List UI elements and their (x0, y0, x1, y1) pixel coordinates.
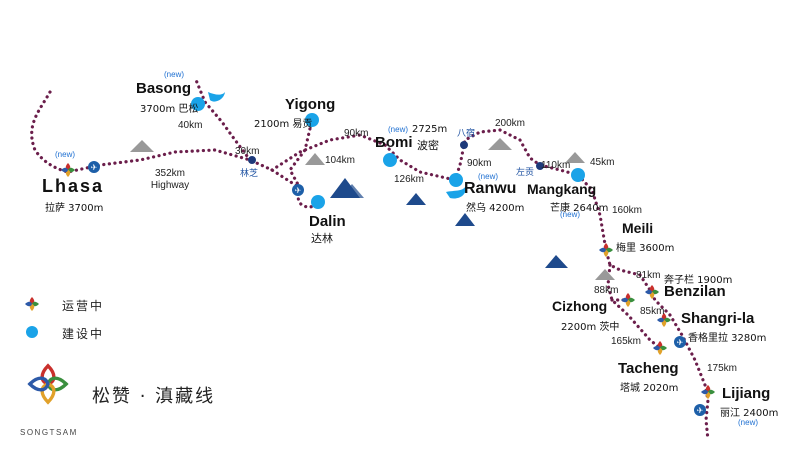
city-shangrila-altitude: 香格里拉 3280m (688, 333, 767, 344)
distance-label: 175km (707, 363, 738, 374)
distance-label: 160km (612, 205, 643, 216)
city-cizhong-altitude: 2200m 茨中 (561, 322, 620, 333)
new-badge: (new) (388, 125, 409, 134)
city-ranwu-altitude: 然乌 4200m (466, 203, 525, 214)
mountain-icon (595, 269, 615, 280)
airport-icon: ✈ (88, 161, 100, 173)
city-ranwu[interactable]: Ranwu (464, 180, 517, 197)
distance-label: 110km (541, 160, 571, 171)
new-badge: (new) (560, 210, 581, 219)
city-meili[interactable]: Meili (622, 220, 654, 236)
city-yigong[interactable]: Yigong (285, 96, 336, 113)
mountain-icon (305, 153, 325, 165)
route-title: 松赞 · 滇藏线 (92, 386, 216, 407)
city-dalin-altitude: 达林 (311, 232, 333, 245)
place-linzhi: 林芝 (240, 169, 259, 179)
svg-text:✈: ✈ (295, 186, 302, 195)
airport-icon: ✈ (292, 184, 304, 196)
city-tacheng-altitude: 塔城 2020m (620, 383, 679, 394)
mountain-icon (565, 152, 585, 163)
distance-label: 40km (178, 120, 203, 131)
building-marker[interactable] (571, 168, 585, 182)
mountain-icon (330, 178, 364, 198)
building-marker[interactable] (383, 153, 397, 167)
building-marker[interactable] (311, 195, 325, 209)
airport-icon: ✈ (674, 336, 686, 348)
distance-label: 165km (611, 336, 642, 347)
legend-operating-marker (25, 297, 39, 311)
operating-marker[interactable] (701, 385, 715, 399)
building-marker[interactable] (191, 97, 205, 111)
legend-building-marker (26, 326, 38, 338)
operating-marker[interactable] (621, 293, 635, 307)
mountain-icon (488, 138, 512, 150)
airport-icon: ✈ (694, 404, 706, 416)
distance-label: 30km (235, 146, 260, 157)
city-benzilan-altitude: 奔子栏 1900m (664, 275, 733, 286)
city-bomi[interactable]: Bomi (375, 134, 413, 151)
lake-icon (208, 92, 225, 102)
new-badge: (new) (478, 172, 499, 181)
city-yigong-altitude: 2100m 易贡 (254, 119, 313, 130)
operating-marker[interactable] (645, 285, 659, 299)
svg-text:✈: ✈ (697, 406, 704, 415)
legend-building: 建设中 (62, 327, 105, 341)
city-lhasa-altitude: 拉萨 3700m (45, 203, 104, 214)
city-tacheng[interactable]: Tacheng (618, 360, 679, 377)
distance-label: 104km (325, 155, 356, 166)
distance-label: 88km (594, 285, 619, 296)
city-benzilan[interactable]: Benzilan (664, 283, 726, 300)
city-lijiang[interactable]: Lijiang (722, 385, 771, 402)
mountain-icon (545, 255, 568, 268)
town-dot (536, 162, 544, 170)
building-marker[interactable] (449, 173, 463, 187)
distance-label: 85km (640, 306, 665, 317)
operating-marker[interactable] (599, 243, 613, 257)
distance-label: 90km (467, 158, 492, 169)
place-basu: 八宿 (457, 129, 476, 139)
distance-label: 81km (636, 270, 661, 281)
city-meili-altitude: 梅里 3600m (616, 243, 675, 254)
city-basong[interactable]: Basong (136, 80, 192, 97)
mountain-icon (455, 213, 475, 226)
city-lhasa[interactable]: Lhasa (42, 176, 105, 196)
city-cizhong[interactable]: Cizhong (552, 298, 608, 314)
town-dot (460, 141, 468, 149)
mountain-icon (130, 140, 154, 152)
operating-marker[interactable] (61, 163, 75, 177)
city-lijiang-altitude: 丽江 2400m (720, 408, 779, 419)
place-zuogong: 左贡 (516, 168, 535, 178)
highway-distance: 352km (154, 168, 185, 179)
city-basong-altitude: 3700m 巴松 (140, 104, 199, 115)
city-shangrila[interactable]: Shangri-la (681, 310, 755, 327)
svg-text:✈: ✈ (677, 338, 684, 347)
city-bomi-altitude: 波密 (417, 139, 439, 152)
highway-label: 352km Highway (140, 168, 200, 192)
new-badge: (new) (738, 418, 759, 427)
distance-label: 126km (394, 174, 425, 185)
lake-icon (446, 186, 467, 199)
highway-name: Highway (150, 180, 190, 191)
city-mangkang-altitude: 芒康 2640m (550, 203, 609, 214)
songtsam-logo (27, 363, 69, 405)
building-marker[interactable] (305, 113, 319, 127)
mountain-icon (406, 193, 426, 205)
distance-label: 200km (495, 118, 526, 129)
new-badge: (new) (55, 150, 76, 159)
brand-name: SONGTSAM (20, 428, 78, 437)
city-mangkang[interactable]: Mangkang (527, 181, 597, 197)
route-line (30, 78, 710, 442)
city-bomi-elevation: 2725m (412, 124, 448, 135)
legend-operating: 运营中 (62, 299, 105, 313)
distance-label: 45km (590, 157, 615, 168)
city-dalin[interactable]: Dalin (309, 213, 346, 230)
new-badge: (new) (164, 70, 185, 79)
operating-marker[interactable] (653, 341, 667, 355)
town-dot (248, 156, 256, 164)
svg-text:✈: ✈ (91, 163, 98, 172)
distance-label: 90km (344, 128, 369, 139)
